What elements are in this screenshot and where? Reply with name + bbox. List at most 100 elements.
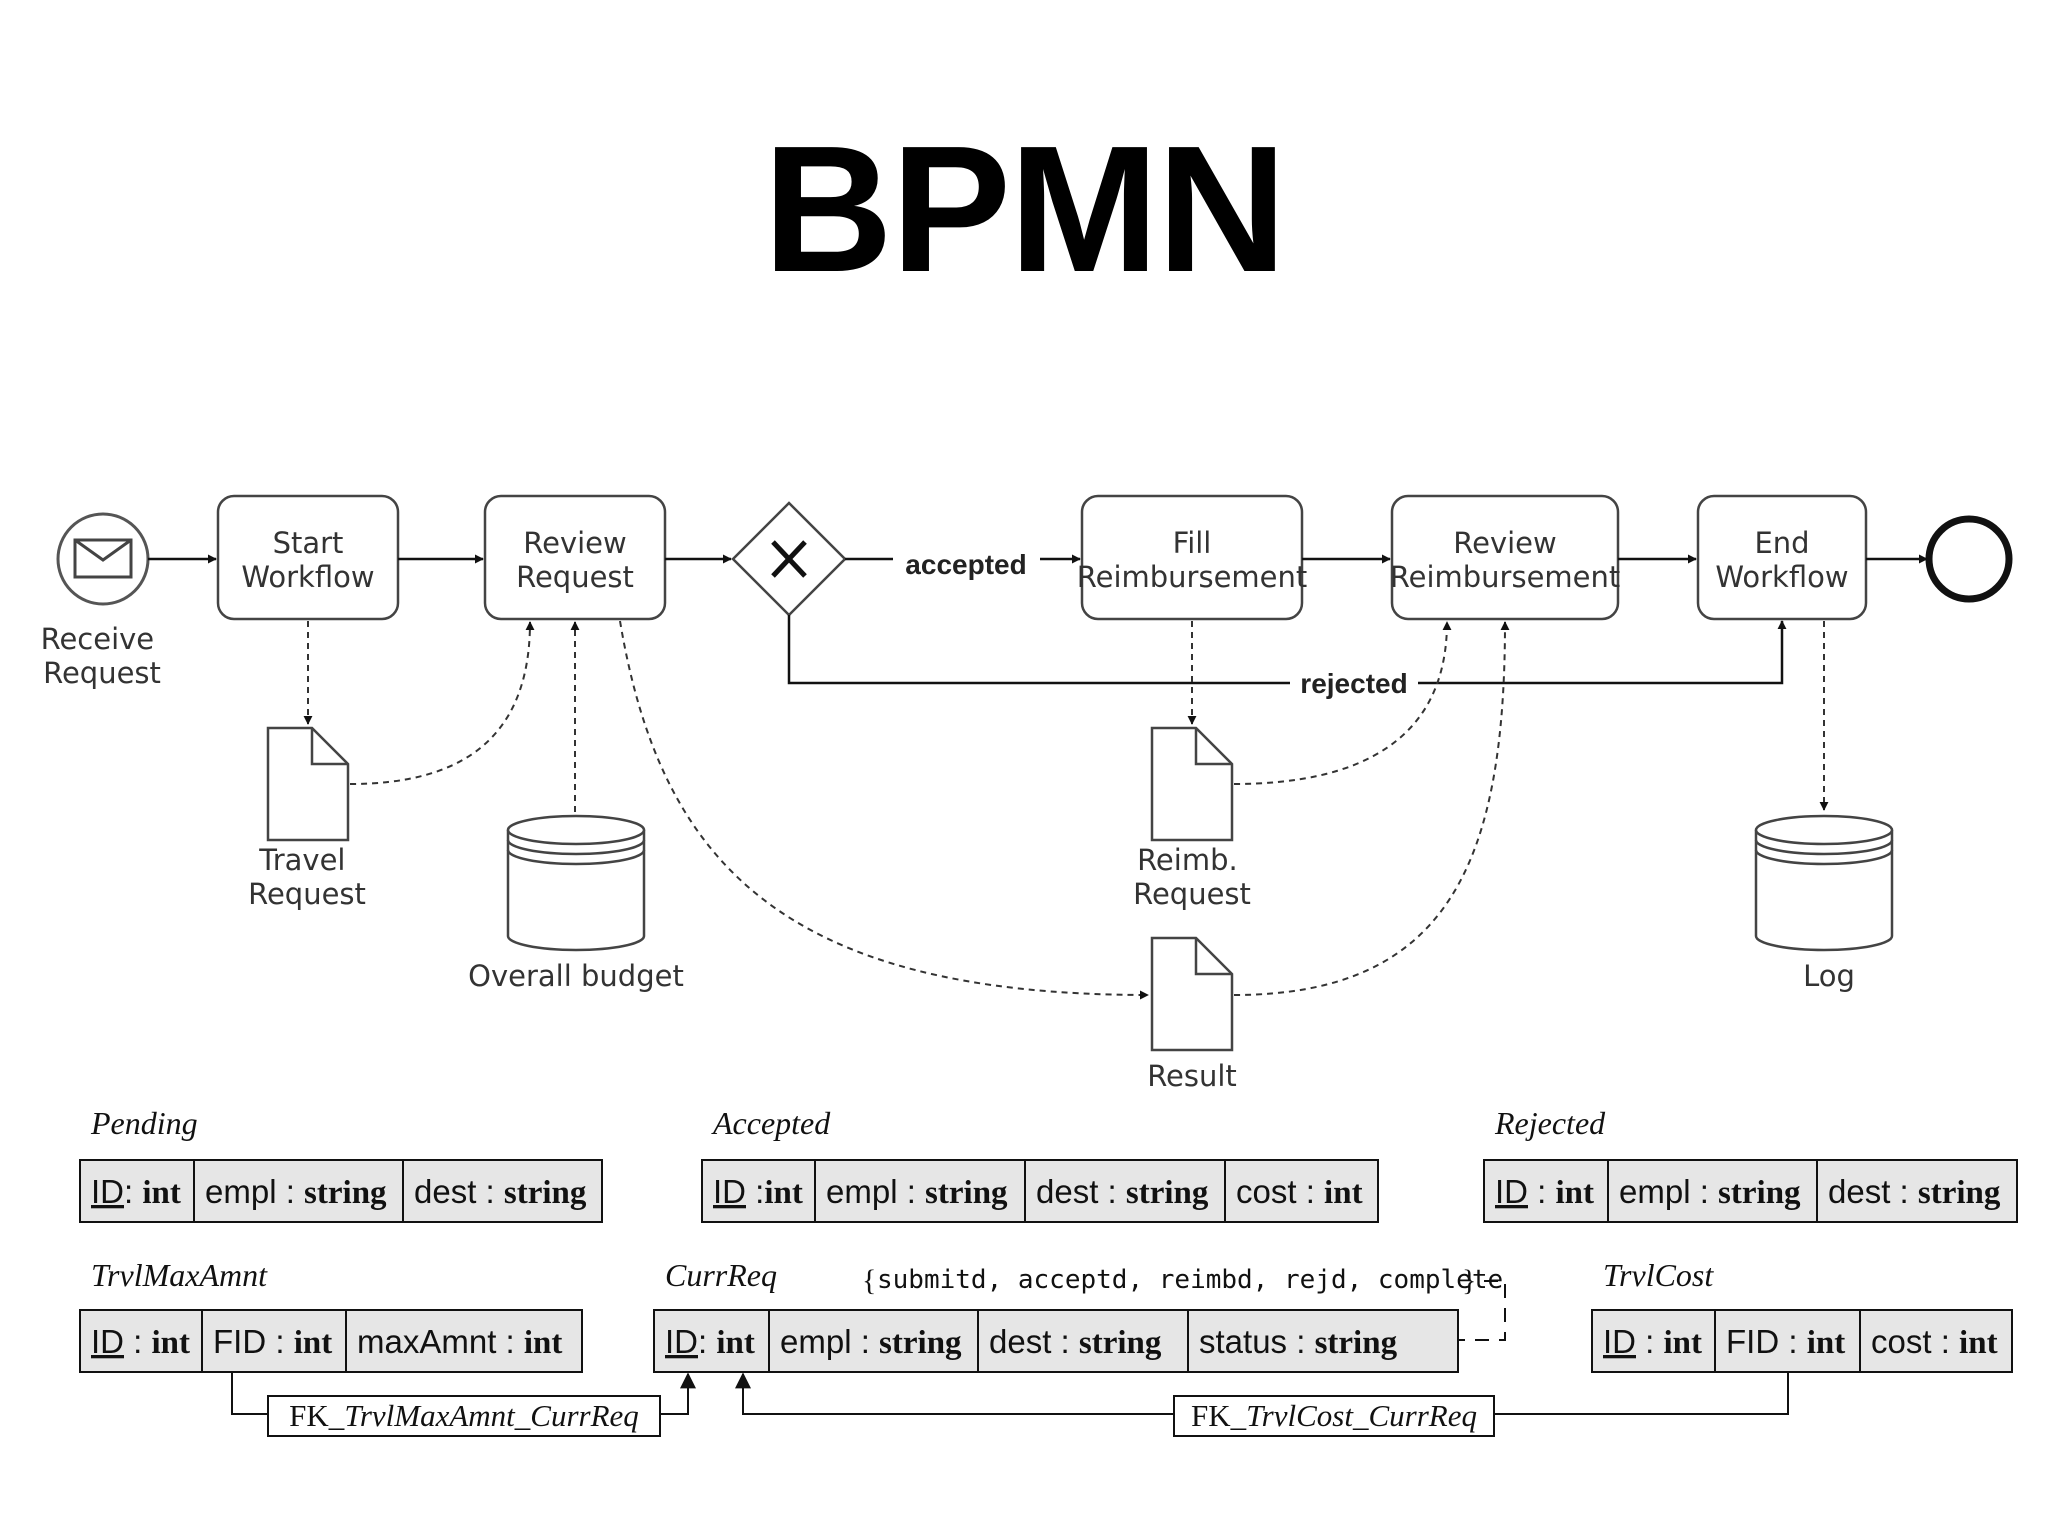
column-name: dest [414, 1173, 476, 1210]
column-cell-id[interactable]: ID : int [79, 1309, 203, 1373]
svg-text:FID : int: FID : int [213, 1323, 332, 1361]
column-name: ID [713, 1173, 746, 1210]
column-sep: : [898, 1173, 926, 1210]
svg-text:empl : string: empl : string [780, 1323, 962, 1361]
column-name: empl [205, 1173, 277, 1210]
travel-request-label: Travel Request [248, 843, 366, 911]
column-name: status [1199, 1323, 1287, 1360]
svg-text:FK_TrvlCost_CurrReq: FK_TrvlCost_CurrReq [1191, 1398, 1477, 1433]
column-cell-id[interactable]: ID :int [701, 1159, 816, 1223]
column-sep: : [496, 1323, 524, 1360]
column-cell-dest[interactable]: dest : string [1024, 1159, 1226, 1223]
data-object-travel-request[interactable] [266, 726, 350, 842]
column-cell-status[interactable]: status : string [1187, 1309, 1459, 1373]
svg-text:{: { [862, 1264, 876, 1297]
table-name: TrvlCost [1603, 1257, 1714, 1293]
table-name: Pending [90, 1105, 198, 1141]
column-type: string [1315, 1325, 1398, 1361]
column-sep: : [124, 1173, 142, 1210]
column-sep: : [476, 1173, 504, 1210]
fk-trvlmaxamnt-currreq[interactable]: FK_TrvlMaxAmnt_CurrReq [267, 1395, 661, 1437]
column-cell-cost[interactable]: cost : int [1224, 1159, 1379, 1223]
end-event[interactable] [1925, 515, 2013, 603]
column-sep: : [1779, 1323, 1807, 1360]
data-associations [303, 620, 1829, 1000]
data-object-result[interactable] [1150, 936, 1234, 1052]
overall-budget-label: Overall budget [468, 959, 684, 993]
column-sep: : [1098, 1173, 1126, 1210]
column-name: ID [665, 1323, 698, 1360]
column-cell-dest[interactable]: dest : string [402, 1159, 603, 1223]
status-enum: { submitd, acceptd, reimbd, rejd, comple… [862, 1264, 1503, 1297]
relational-schema: { submitd, acceptd, reimbd, rejd, comple… [79, 1105, 2018, 1437]
svg-text:empl : string: empl : string [1619, 1173, 1801, 1211]
table-name: Rejected [1494, 1105, 1606, 1141]
column-sep: : [746, 1173, 764, 1210]
reimb-request-label: Reimb. Request [1133, 843, 1251, 911]
column-type: string [879, 1325, 962, 1361]
column-name: cost [1236, 1173, 1297, 1210]
column-cell-id[interactable]: ID: int [653, 1309, 770, 1373]
column-sep: : [1890, 1173, 1918, 1210]
column-type: int [1807, 1325, 1846, 1361]
column-cell-fid[interactable]: FID : int [1714, 1309, 1861, 1373]
column-cell-empl[interactable]: empl : string [1607, 1159, 1818, 1223]
column-name: empl [826, 1173, 898, 1210]
sequence-flows [148, 554, 1928, 685]
column-type: string [1918, 1175, 2001, 1211]
column-type: string [1718, 1175, 1801, 1211]
exclusive-gateway[interactable] [731, 501, 847, 617]
column-cell-fid[interactable]: FID : int [201, 1309, 347, 1373]
log-label: Log [1803, 959, 1855, 993]
column-sep: : [277, 1173, 305, 1210]
column-name: ID [1603, 1323, 1636, 1360]
column-name: FID [213, 1323, 266, 1360]
svg-text:ID: int: ID: int [91, 1173, 181, 1211]
column-name: maxAmnt [357, 1323, 496, 1360]
svg-text:FID : int: FID : int [1726, 1323, 1845, 1361]
table-name: TrvlMaxAmnt [91, 1257, 268, 1293]
svg-text:ID : int: ID : int [1603, 1323, 1702, 1361]
table-name: Accepted [711, 1105, 831, 1141]
start-event-receive-request[interactable] [56, 512, 150, 606]
column-type: int [1324, 1175, 1363, 1211]
column-cell-id[interactable]: ID : int [1483, 1159, 1609, 1223]
column-type: string [1126, 1175, 1209, 1211]
column-cell-empl[interactable]: empl : string [768, 1309, 979, 1373]
table-rejected: Rejected ID : int empl : string dest : stri… [1483, 1105, 2018, 1223]
column-name: ID [1495, 1173, 1528, 1210]
svg-text:cost : int: cost : int [1871, 1323, 1998, 1361]
column-name: cost [1871, 1323, 1932, 1360]
svg-text:}: } [1462, 1264, 1476, 1297]
data-store-overall-budget[interactable] [506, 814, 646, 952]
svg-text:cost : int: cost : int [1236, 1173, 1363, 1211]
column-cell-empl[interactable]: empl : string [814, 1159, 1026, 1223]
svg-text:empl : string: empl : string [826, 1173, 1008, 1211]
column-type: int [152, 1325, 191, 1361]
fk-trvlcost-currreq[interactable]: FK_TrvlCost_CurrReq [1173, 1395, 1495, 1437]
column-cell-empl[interactable]: empl : string [193, 1159, 404, 1223]
column-cell-cost[interactable]: cost : int [1859, 1309, 2013, 1373]
column-type: int [764, 1175, 803, 1211]
column-type: int [1959, 1325, 1998, 1361]
column-cell-id[interactable]: ID: int [79, 1159, 195, 1223]
data-object-reimb-request[interactable] [1150, 726, 1234, 842]
column-cell-id[interactable]: ID : int [1591, 1309, 1716, 1373]
column-sep: : [852, 1323, 880, 1360]
column-cell-maxamnt[interactable]: maxAmnt : int [345, 1309, 583, 1373]
column-cell-dest[interactable]: dest : string [1816, 1159, 2018, 1223]
column-cell-dest[interactable]: dest : string [977, 1309, 1189, 1373]
data-store-log[interactable] [1754, 814, 1894, 952]
column-type: string [1079, 1325, 1162, 1361]
result-label: Result [1147, 1059, 1237, 1093]
column-sep: : [1287, 1323, 1315, 1360]
